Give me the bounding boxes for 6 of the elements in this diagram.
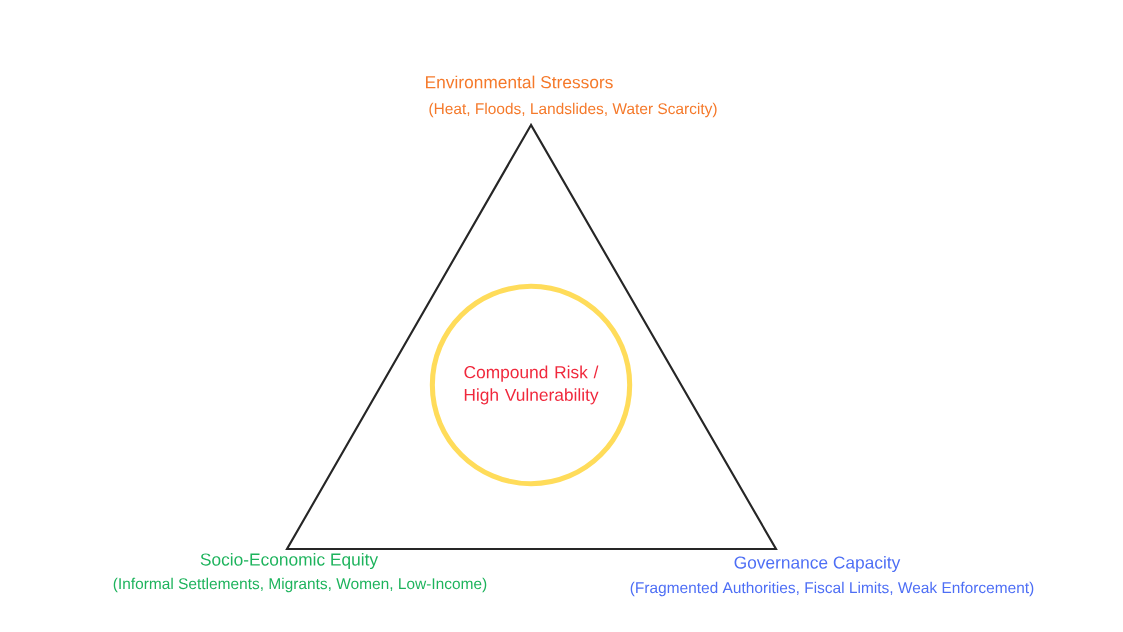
vertex-label: Governance Capacity: [734, 555, 901, 573]
vertex-sublabel: (Informal Settlements, Migrants, Women, Low-Income): [113, 577, 487, 593]
vertex-sublabel: (Heat, Floods, Landslides, Water Scarcity): [429, 102, 717, 118]
vertex-label: Socio-Economic Equity: [200, 552, 379, 570]
vertex-sublabel: (Fragmented Authorities, Fiscal Limits, Weak Enforcement): [630, 581, 1034, 597]
vertex-label: Environmental Stressors: [426, 75, 613, 89]
